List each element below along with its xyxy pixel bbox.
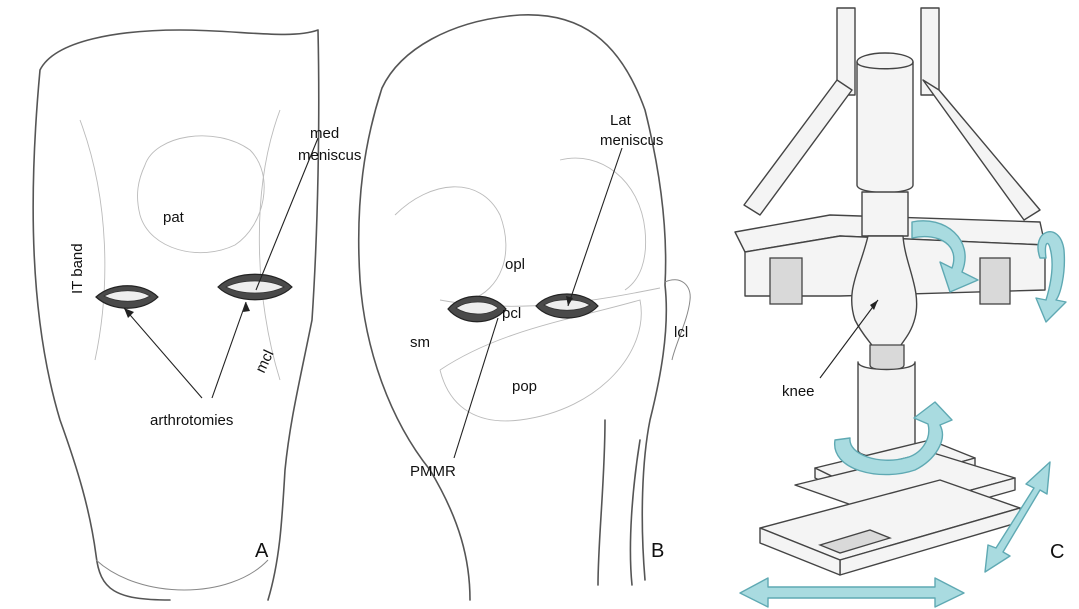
arthrotomy-lateral (96, 286, 158, 309)
shading-line (80, 120, 105, 360)
label-meniscus-a: meniscus (298, 147, 361, 164)
pointer-arthrotomy-medial (212, 302, 246, 398)
label-lat: Lat (610, 112, 632, 129)
label-sm: sm (410, 334, 430, 351)
upper-connector (862, 192, 908, 236)
label-pop: pop (512, 378, 537, 395)
lower-connector (870, 345, 904, 370)
panel-letter-a: A (255, 540, 269, 562)
shading-line (259, 110, 280, 380)
rig-clamp-left (770, 258, 802, 304)
label-knee: knee (782, 383, 815, 400)
label-mcl: mcl (252, 347, 277, 375)
label-opl: opl (505, 256, 525, 273)
label-lcl: lcl (674, 324, 688, 341)
label-meniscus-b: meniscus (600, 132, 663, 149)
panel-a: IT band pat med meniscus mcl arthrotomie… (33, 30, 361, 600)
rig-arm-left (744, 80, 852, 215)
knee-outline-anterior (33, 30, 319, 600)
panel-b: Lat meniscus opl pcl sm lcl pop PMMR B (359, 15, 691, 600)
ml-translation-arrow (740, 578, 964, 607)
rig-arm-right (923, 80, 1040, 220)
lower-cylinder (858, 362, 915, 458)
panel-letter-c: C (1050, 541, 1064, 563)
label-pat: pat (163, 209, 185, 226)
fibula-head (665, 280, 690, 360)
label-med: med (310, 125, 339, 142)
pointer-lat-meniscus (568, 148, 622, 306)
label-arthrotomies: arthrotomies (150, 412, 233, 429)
arrowhead (124, 308, 134, 318)
label-it-band: IT band (69, 243, 86, 294)
arthrotomy-medial (218, 274, 292, 300)
arthrotomy-posterior-medial (448, 296, 506, 322)
label-pcl: pcl (502, 305, 521, 322)
rig-clamp-right (980, 258, 1010, 304)
fibula-outline (598, 420, 640, 585)
femoral-condyle-medial (560, 158, 646, 290)
panel-c: knee C (735, 8, 1066, 607)
femoral-condyle-lateral (395, 187, 506, 300)
patella-contour (138, 136, 265, 253)
upper-cylinder (857, 62, 913, 193)
tibia-base-line (96, 560, 268, 590)
pointer-arthrotomy-lateral (124, 308, 202, 398)
panel-letter-b: B (651, 540, 664, 562)
label-pmmr: PMMR (410, 463, 456, 480)
pointer-pmmr (454, 318, 498, 458)
